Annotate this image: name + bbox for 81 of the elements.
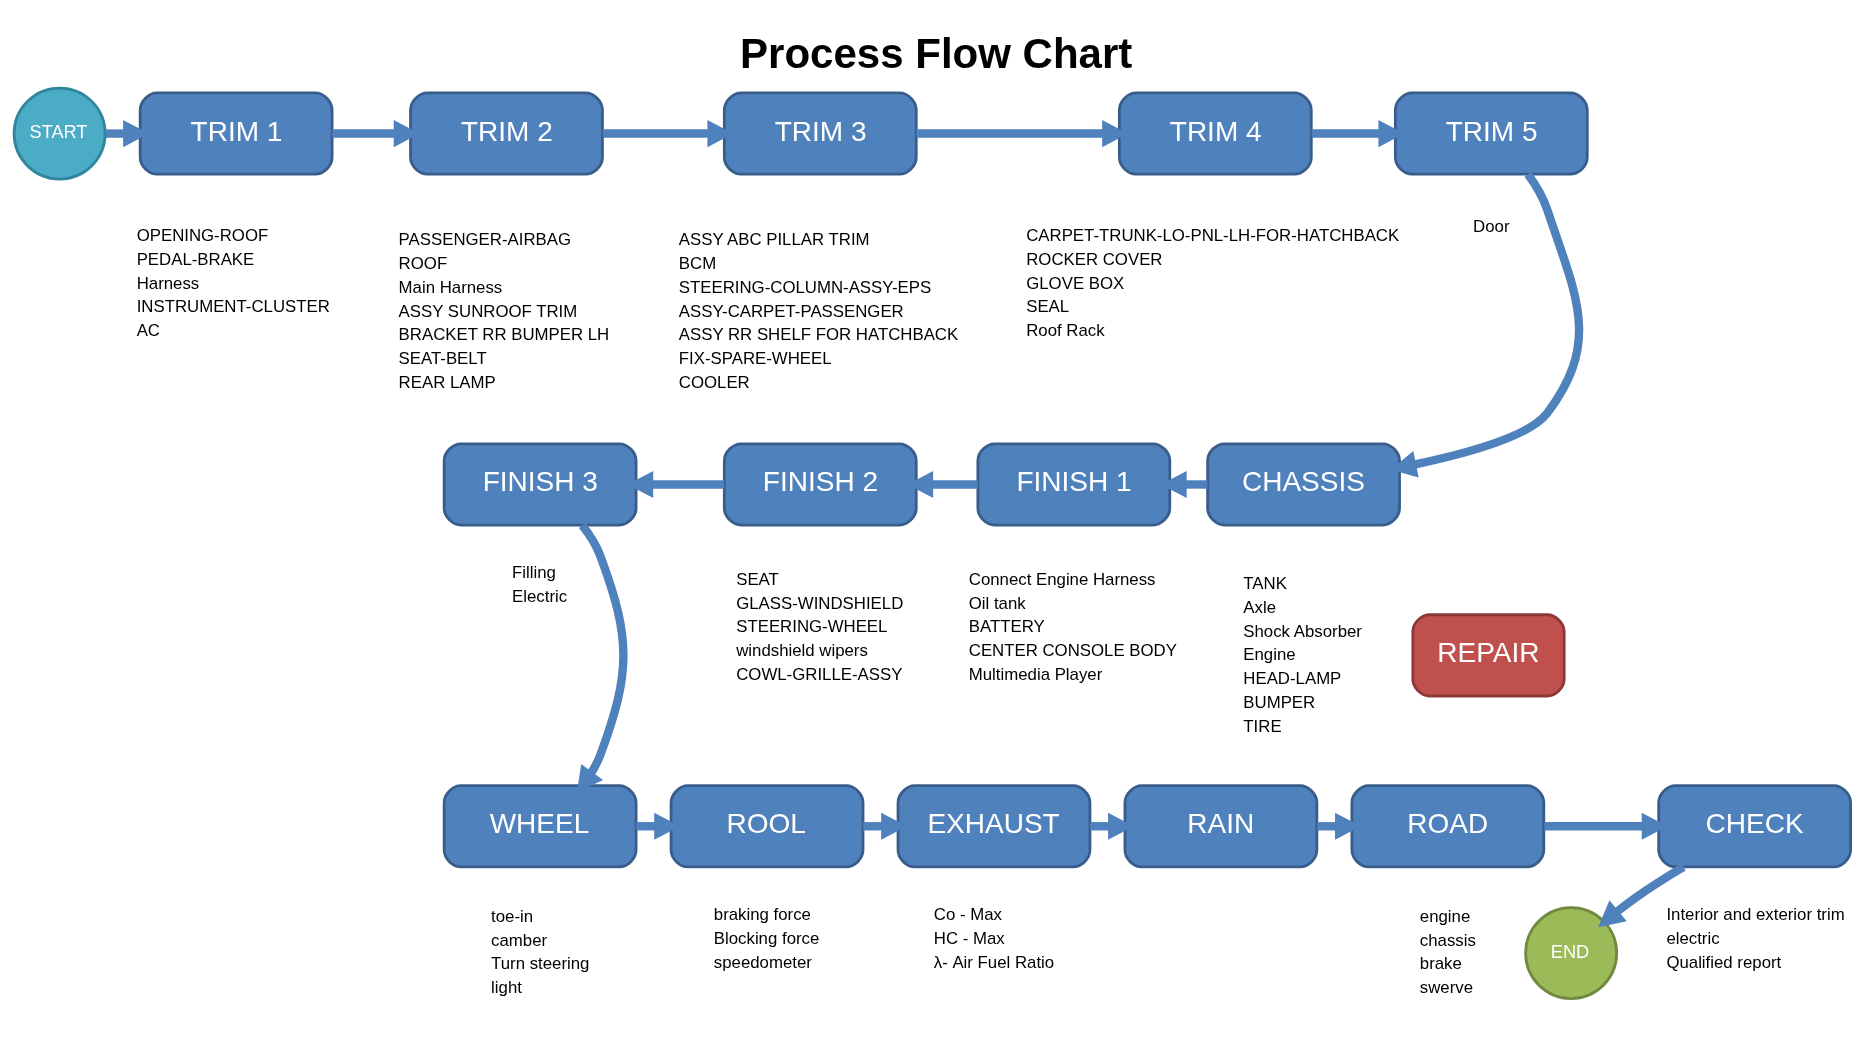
node-box: RAIN xyxy=(1123,783,1319,868)
node-box: FINISH 3 xyxy=(442,441,638,526)
node-label: STEERING-WHEEL xyxy=(736,616,888,636)
node-label: λ- Air Fuel Ratio xyxy=(933,952,1055,972)
node-label: ASSY SUNROOF TRIM xyxy=(398,301,578,321)
node-box: TRIM 2 xyxy=(409,91,604,176)
node-label: STEERING-COLUMN-ASSY-EPS xyxy=(678,277,932,297)
node-label: SEAT-BELT xyxy=(398,348,487,368)
node-label: TANK xyxy=(1243,573,1287,593)
node-label: OPENING-ROOF xyxy=(136,225,269,245)
node-label: Blocking force xyxy=(713,928,820,948)
node-label: INSTRUMENT-CLUSTER xyxy=(136,296,330,316)
arrow xyxy=(1598,862,1686,927)
node-label: swerve xyxy=(1419,977,1474,997)
node-label: Shock Absorber xyxy=(1243,621,1362,641)
node-label: ROOF xyxy=(398,253,448,273)
node-box: TRIM 3 xyxy=(722,91,918,176)
node-label: ASSY RR SHELF FOR HATCHBACK xyxy=(678,324,959,344)
node-label: SEAL xyxy=(1026,296,1070,316)
node-box: WHEEL xyxy=(442,783,638,868)
node-label: Roof Rack xyxy=(1026,320,1105,340)
node-label: BRACKET RR BUMPER LH xyxy=(398,324,610,344)
node-label: camber xyxy=(491,930,548,949)
node-label: Filling xyxy=(512,562,556,582)
node-label: braking force xyxy=(713,904,811,924)
node-label: BUMPER xyxy=(1243,692,1316,712)
node-label: engine xyxy=(1419,906,1471,926)
node-label: brake xyxy=(1419,953,1462,973)
node-label: Multimedia Player xyxy=(968,664,1103,684)
node-label: speedometer xyxy=(713,952,812,972)
node-label: electric xyxy=(1666,928,1720,948)
node-label: AC xyxy=(136,320,161,340)
node-label: Turn steering xyxy=(491,953,590,973)
node-label: Electric xyxy=(512,586,568,606)
node-box: FINISH 2 xyxy=(722,441,918,526)
node-label: COWL-GRILLE-ASSY xyxy=(736,664,903,684)
node-box: REPAIR xyxy=(1411,612,1566,697)
node-label: Harness xyxy=(136,273,200,292)
node-label: Engine xyxy=(1243,644,1296,664)
node-label: ASSY-CARPET-PASSENGER xyxy=(678,301,904,321)
node-label: Axle xyxy=(1243,597,1277,617)
node-label: FIX-SPARE-WHEEL xyxy=(678,348,832,368)
node-circle: END xyxy=(1524,905,1619,1000)
node-label: GLOVE BOX xyxy=(1026,273,1125,292)
node-label: REAR LAMP xyxy=(398,372,496,392)
node-label: Oil tank xyxy=(968,593,1026,613)
diagram-title: Process Flow Chart xyxy=(740,29,1133,77)
node-box: FINISH 1 xyxy=(976,441,1172,526)
node-label: CARPET-TRUNK-LO-PNL-LH-FOR-HATCHBACK xyxy=(1026,225,1400,245)
node-label: toe-in xyxy=(491,906,534,926)
node-box: ROOL xyxy=(669,783,865,868)
node-label: Interior and exterior trim xyxy=(1666,904,1845,924)
node-label: TIRE xyxy=(1243,716,1282,736)
node-label: PASSENGER-AIRBAG xyxy=(398,229,571,249)
node-label: light xyxy=(491,977,522,997)
node-label: Connect Engine Harness xyxy=(968,569,1156,589)
node-label: COOLER xyxy=(678,372,750,392)
node-box: TRIM 5 xyxy=(1393,91,1589,176)
node-label: ROCKER COVER xyxy=(1026,249,1163,269)
node-label: windshield wipers xyxy=(736,640,868,660)
node-circle: START xyxy=(12,86,107,180)
node-label: PEDAL-BRAKE xyxy=(136,249,255,269)
node-label: HEAD-LAMP xyxy=(1243,668,1342,688)
node-label: Main Harness xyxy=(398,277,503,297)
node-label: chassis xyxy=(1419,930,1476,949)
node-box: TRIM 1 xyxy=(138,91,334,176)
node-box: CHASSIS xyxy=(1206,441,1401,526)
node-label: CENTER CONSOLE BODY xyxy=(968,640,1177,660)
node-box: CHECK xyxy=(1657,783,1852,868)
node-label: ASSY ABC PILLAR TRIM xyxy=(678,229,870,249)
node-label: BATTERY xyxy=(968,616,1045,636)
node-label: Co - Max xyxy=(933,904,1002,924)
node-label: Door xyxy=(1473,216,1510,236)
node-label: SEAT xyxy=(736,569,779,589)
node-label: GLASS-WINDSHIELD xyxy=(736,593,904,613)
node-box: EXHAUST xyxy=(896,783,1092,868)
node-label: HC - Max xyxy=(933,928,1005,948)
node-label: Qualified report xyxy=(1666,952,1782,972)
node-label: BCM xyxy=(678,253,717,273)
node-box: ROAD xyxy=(1350,783,1546,868)
node-box: TRIM 4 xyxy=(1117,91,1313,176)
